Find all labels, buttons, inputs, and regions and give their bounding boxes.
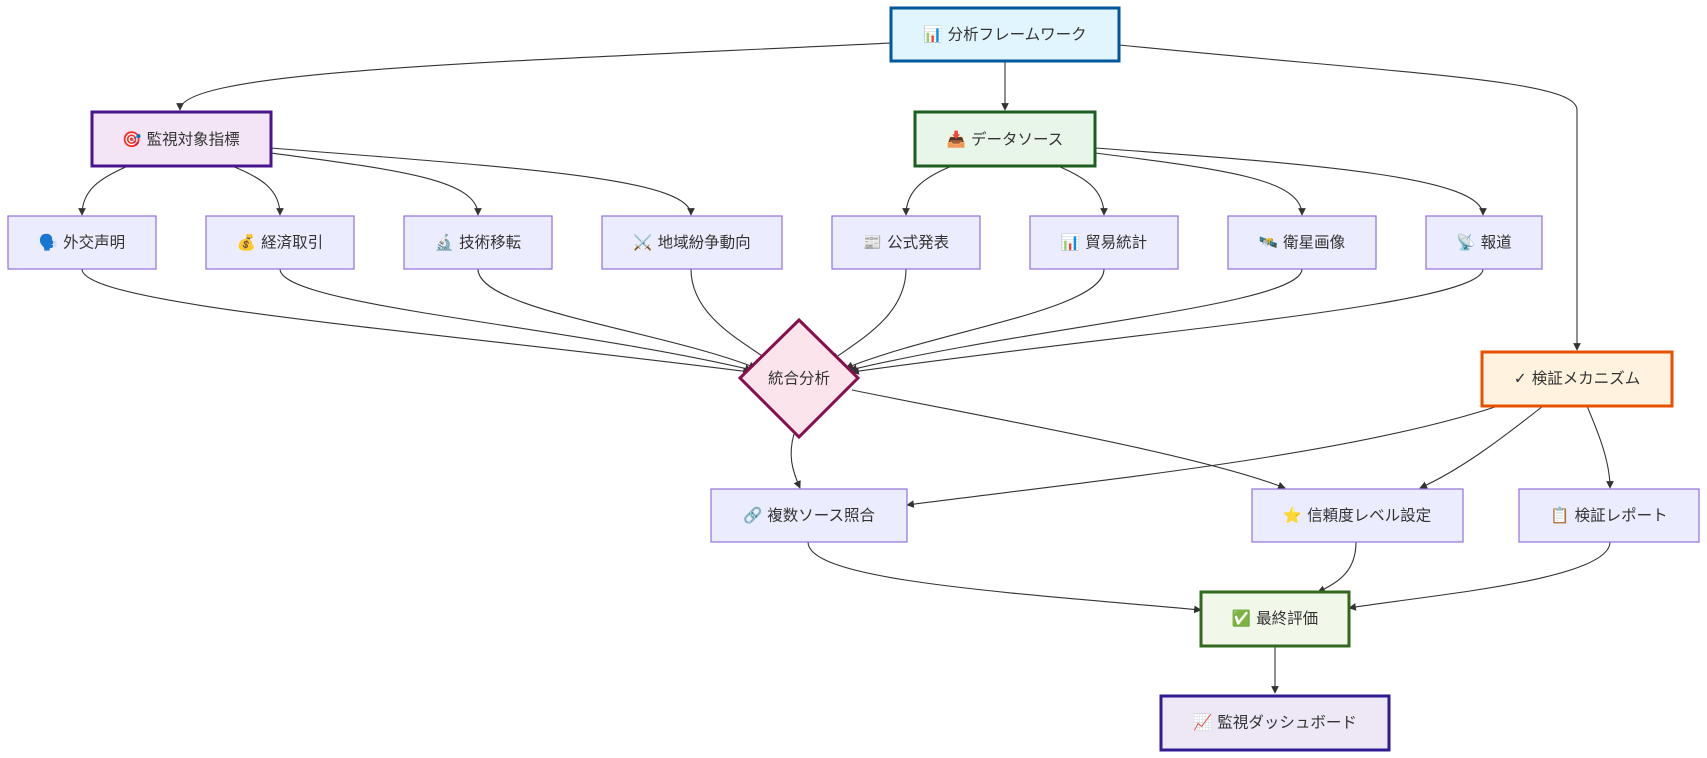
- edge-verifyreport-final: [1348, 541, 1611, 611]
- node-economic-box: [205, 215, 355, 270]
- node-trade[interactable]: 📊 貿易統計: [1029, 215, 1179, 270]
- edge-economic-integrated: [279, 268, 753, 373]
- node-crosscheck-label: 🔗 複数ソース照合: [743, 506, 875, 525]
- node-verifyreport-box: [1518, 488, 1700, 543]
- edge-verification-crosscheck: [906, 405, 1499, 508]
- node-targets-box: [90, 110, 273, 168]
- edge-verification-verifyreport: [1586, 405, 1614, 489]
- node-crosscheck[interactable]: 🔗 複数ソース照合: [710, 488, 908, 543]
- node-verification-label: ✓ 検証メカニズム: [1514, 370, 1640, 388]
- node-satellite-label: 🛰️ 衛星画像: [1259, 234, 1346, 252]
- node-official[interactable]: 📰 公式発表: [831, 215, 981, 270]
- node-reports[interactable]: 📡 報道: [1425, 215, 1543, 270]
- node-reports-label: 📡 報道: [1456, 232, 1511, 252]
- node-conflict[interactable]: ⚔️ 地域紛争動向: [601, 215, 783, 270]
- edge-satellite-integrated: [849, 268, 1303, 373]
- node-dashboard[interactable]: 📈 監視ダッシュボード: [1159, 694, 1391, 752]
- node-conflict-label: ⚔️ 地域紛争動向: [633, 233, 750, 252]
- edge-targets-diplomatic: [78, 165, 129, 216]
- node-crosscheck-box: [710, 488, 908, 543]
- edge-targets-tech: [270, 152, 482, 216]
- node-datasources-label: 📥 データソース: [947, 130, 1063, 149]
- edge-datasources-trade: [1057, 165, 1108, 216]
- edge-official-integrated: [831, 268, 907, 361]
- node-final[interactable]: ✅ 最終評価: [1199, 590, 1351, 648]
- edge-framework-verification: [1118, 44, 1581, 351]
- edge-crosscheck-final: [807, 541, 1202, 614]
- node-diplomatic-label: 🗣️ 外交声明: [39, 233, 125, 252]
- node-integrated-label: 統合分析: [768, 370, 830, 388]
- node-conflict-box: [601, 215, 783, 270]
- node-economic-label: 💰 経済取引: [237, 233, 323, 252]
- edge-datasources-reports: [1094, 147, 1487, 216]
- nodes: 📊 分析フレームワーク 🎯 監視対象指標 📥 データソース 🗣️ 外交声明 💰 …: [7, 6, 1700, 752]
- node-diplomatic-box: [7, 215, 157, 270]
- edge-reports-integrated: [851, 268, 1484, 375]
- edge-datasources-satellite: [1094, 152, 1306, 216]
- edges: [78, 42, 1614, 694]
- node-final-label: ✅ 最終評価: [1232, 609, 1318, 628]
- node-official-box: [831, 215, 981, 270]
- node-datasources-box: [913, 110, 1097, 168]
- edge-framework-targets: [176, 42, 892, 111]
- node-confidence-label: ⭐ 信頼度レベル設定: [1283, 506, 1431, 525]
- node-trade-box: [1029, 215, 1179, 270]
- node-tech[interactable]: 🔬 技術移転: [403, 215, 553, 270]
- node-verifyreport-label: 📋 検証レポート: [1550, 506, 1667, 525]
- node-diplomatic[interactable]: 🗣️ 外交声明: [7, 215, 157, 270]
- edge-trade-integrated: [845, 268, 1105, 369]
- node-satellite[interactable]: 🛰️ 衛星画像: [1227, 215, 1377, 270]
- node-economic[interactable]: 💰 経済取引: [205, 215, 355, 270]
- node-framework[interactable]: 📊 分析フレームワーク: [889, 6, 1121, 63]
- node-dashboard-label: 📈 監視ダッシュボード: [1193, 713, 1357, 732]
- node-reports-box: [1425, 215, 1543, 270]
- node-framework-box: [889, 6, 1121, 63]
- node-integrated-box: [737, 317, 861, 440]
- node-confidence-box: [1251, 488, 1464, 543]
- node-confidence[interactable]: ⭐ 信頼度レベル設定: [1251, 488, 1464, 543]
- edge-datasources-official: [902, 165, 953, 216]
- edge-integrated-crosscheck: [790, 433, 801, 489]
- node-final-box: [1199, 590, 1351, 648]
- node-verification[interactable]: ✓ 検証メカニズム: [1480, 350, 1674, 408]
- node-datasources[interactable]: 📥 データソース: [913, 110, 1097, 168]
- edge-conflict-integrated: [690, 268, 769, 361]
- edge-verification-confidence: [1419, 405, 1544, 489]
- node-satellite-box: [1227, 215, 1377, 270]
- node-tech-label: 🔬 技術移転: [435, 233, 521, 252]
- node-targets-label: 🎯 監視対象指標: [122, 131, 239, 149]
- edge-targets-economic: [231, 165, 284, 216]
- edge-targets-conflict: [270, 147, 695, 216]
- node-dashboard-box: [1159, 694, 1391, 752]
- node-integrated[interactable]: 統合分析: [737, 317, 861, 440]
- node-trade-label: 📊 貿易統計: [1061, 233, 1147, 252]
- node-verifyreport[interactable]: 📋 検証レポート: [1518, 488, 1700, 543]
- node-targets[interactable]: 🎯 監視対象指標: [90, 110, 273, 168]
- edge-confidence-final: [1317, 541, 1357, 593]
- node-official-label: 📰 公式発表: [863, 234, 949, 252]
- edge-diplomatic-integrated: [81, 268, 751, 375]
- node-framework-label: 📊 分析フレームワーク: [923, 25, 1086, 44]
- node-verification-box: [1480, 350, 1674, 408]
- node-tech-box: [403, 215, 553, 270]
- edge-integrated-confidence: [851, 389, 1286, 490]
- edge-tech-integrated: [477, 268, 757, 370]
